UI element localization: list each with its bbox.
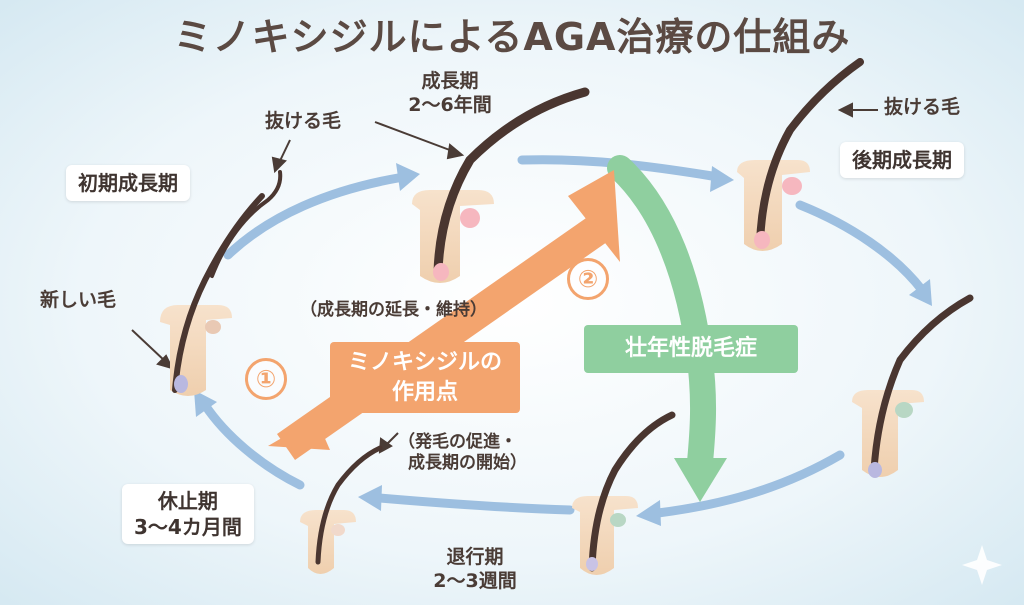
- label-new-hair: 新しい毛: [40, 289, 117, 311]
- marker-1: ①: [245, 358, 287, 400]
- arrowhead-4: [636, 500, 661, 526]
- follicle-right: [852, 294, 974, 478]
- cycle-arrow-regression-to-rest: [375, 493, 575, 515]
- cycle-arrow-late-to-down: [795, 200, 927, 295]
- arrowhead-1: [396, 163, 420, 191]
- label-growth-extension: （成長期の延長・維持）: [300, 300, 487, 320]
- action-point-label: ミノキシジルの 作用点: [330, 342, 520, 414]
- action-arrow-head-bottom: [268, 418, 330, 450]
- label-shedding-hair-left: 抜ける毛: [265, 110, 342, 132]
- aga-label: 壮年性脱毛症: [584, 325, 798, 373]
- label-hair-promotion: （発毛の促進・ 成長期の開始）: [398, 432, 527, 475]
- sparkle-icon: [962, 545, 1002, 585]
- page-title: ミノキシジルによるAGA治療の仕組み: [173, 15, 851, 59]
- arrowhead-2: [710, 166, 734, 192]
- stage-regression-name: 退行期: [446, 546, 504, 568]
- arrowhead-6: [194, 390, 217, 417]
- label-hair-promotion-line1: （発毛の促進・: [398, 432, 517, 452]
- arrowhead-5: [358, 485, 382, 511]
- label-hair-promotion-line2: 成長期の開始）: [408, 453, 527, 474]
- cycle-arrow-early-to-growth: [223, 173, 403, 260]
- shedding-hair-strand: [210, 170, 283, 278]
- action-point-line2: 作用点: [391, 379, 458, 405]
- follicle-rest: [300, 445, 383, 574]
- stage-regression-duration: 2〜3週間: [433, 569, 517, 592]
- stage-regression: 退行期 2〜3週間: [410, 546, 540, 594]
- marker-2: ②: [567, 258, 609, 300]
- action-arrow-head-top: [568, 170, 620, 262]
- stage-growth-name: 成長期: [421, 70, 479, 92]
- cycle-arrowheads: [194, 163, 932, 526]
- stage-rest-name: 休止期: [157, 489, 218, 513]
- stage-growth: 成長期 2〜6年間: [390, 70, 510, 118]
- cycle-arrow-rest-to-new: [200, 400, 305, 490]
- arrowhead-3: [909, 279, 932, 306]
- cycle-arrow-right-to-regression: [653, 450, 845, 518]
- follicle-growth: [412, 87, 590, 283]
- pointer-lines: [131, 102, 878, 454]
- follicle-regression: [572, 411, 676, 575]
- stage-late-growth: 後期成長期: [840, 142, 964, 178]
- stage-rest-duration: 3〜4カ月間: [134, 515, 242, 539]
- stage-growth-duration: 2〜6年間: [408, 93, 492, 116]
- label-shedding-hair-right: 抜ける毛: [884, 96, 961, 118]
- follicle-late-growth: [737, 58, 864, 251]
- follicle-new-hair: [160, 193, 265, 396]
- stage-early-growth: 初期成長期: [66, 165, 190, 201]
- stage-rest: 休止期 3〜4カ月間: [122, 484, 254, 544]
- action-point-line1: ミノキシジルの: [347, 350, 502, 375]
